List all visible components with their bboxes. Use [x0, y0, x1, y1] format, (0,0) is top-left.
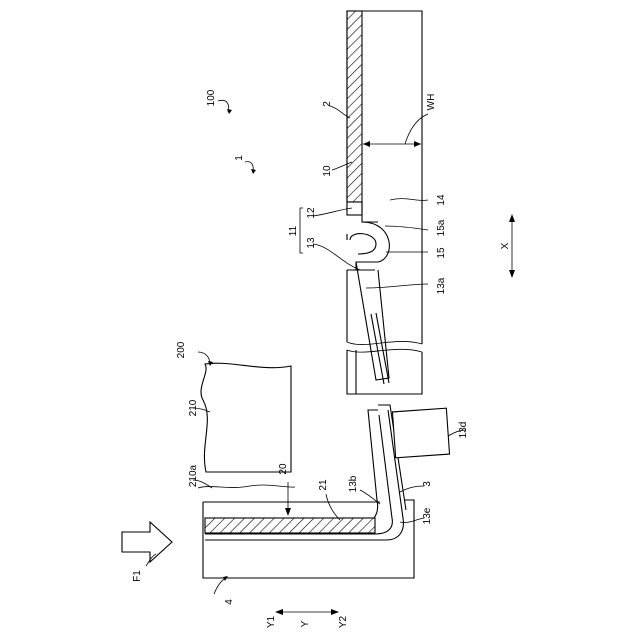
label-210: 210 [188, 399, 199, 416]
object-210-outline [201, 363, 291, 472]
label-210a: 210a [188, 464, 199, 487]
label-y: Y [300, 620, 311, 627]
leader-21 [326, 494, 340, 520]
force-f1-arrow [122, 522, 172, 562]
member-2-structure [347, 11, 428, 394]
label-200: 200 [176, 341, 187, 358]
leader-f1 [146, 554, 156, 566]
label-13d: 13d [458, 422, 469, 439]
label-y2: Y2 [338, 615, 349, 628]
label-20: 20 [278, 463, 289, 475]
leader-4 [214, 578, 226, 594]
bracket-11 [300, 208, 303, 253]
hook-15-inner [350, 234, 376, 254]
label-13b: 13b [348, 475, 359, 492]
hook-15-outer [356, 222, 389, 270]
label-13a: 13a [436, 277, 447, 294]
label-4: 4 [224, 599, 235, 605]
label-3: 3 [422, 481, 433, 487]
wh-arrow-right [414, 141, 421, 147]
x-axis-arrow-up [509, 214, 515, 222]
block-13d [392, 408, 449, 458]
break-line-lower [347, 349, 422, 352]
hatched-plate-20 [205, 518, 375, 533]
break-line-upper [347, 341, 422, 344]
surface-210a [198, 485, 295, 488]
hatched-part-10 [347, 11, 362, 202]
y-axis-arrow-left [275, 609, 283, 615]
y-axis-indicator [275, 609, 339, 615]
label-10: 10 [322, 165, 333, 177]
label-14: 14 [436, 194, 447, 206]
label-f1: F1 [132, 570, 143, 582]
leader-1-arrow [251, 169, 256, 174]
label-15: 15 [436, 247, 447, 259]
labels: 100 2 1 10 11 12 13 WH 14 15a 15 13a X 2… [132, 89, 511, 628]
label-100: 100 [206, 89, 217, 106]
label-13: 13 [306, 237, 317, 249]
label-13e: 13e [422, 507, 433, 524]
lever-13-upper [347, 270, 375, 342]
x-axis-arrow-down [509, 270, 515, 278]
tray-outline [203, 500, 414, 578]
leader-13 [313, 244, 360, 270]
label-2: 2 [322, 101, 333, 107]
label-wh: WH [426, 94, 437, 111]
film-21-inner [205, 415, 392, 534]
label-15a: 15a [436, 219, 447, 236]
label-11: 11 [288, 225, 299, 236]
label-21: 21 [318, 479, 329, 491]
label-x: X [500, 242, 511, 249]
leader-12 [313, 208, 352, 216]
wh-leader [405, 114, 428, 144]
wh-arrow-left [363, 141, 370, 147]
leader-200 [198, 352, 210, 364]
y-axis-arrow-right [331, 609, 339, 615]
label-1: 1 [234, 155, 245, 161]
part-14-edge [362, 202, 378, 222]
leader-100 [218, 100, 229, 112]
label-y1: Y1 [266, 615, 277, 628]
label-12: 12 [306, 207, 317, 219]
leader-13a [366, 284, 428, 288]
arrow-20-head [285, 508, 291, 516]
